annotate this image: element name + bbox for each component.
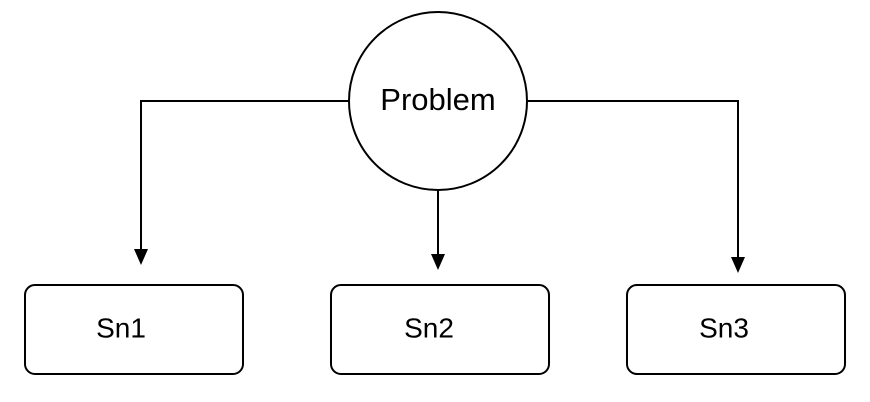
- root-node-label: Problem: [380, 82, 495, 117]
- child-node-sn2[interactable]: Sn2: [330, 284, 550, 375]
- connector-problem-sn2: [431, 191, 445, 270]
- child-node-sn1[interactable]: Sn1: [24, 284, 244, 375]
- connector-problem-sn3: [528, 100, 745, 273]
- child-node-box: [626, 284, 846, 375]
- child-node-label: Sn3: [699, 312, 749, 343]
- arrowhead-sn3-icon: [731, 257, 745, 273]
- root-node-circle: [348, 11, 528, 191]
- root-node[interactable]: Problem: [348, 11, 528, 191]
- child-node-sn3[interactable]: Sn3: [626, 284, 846, 375]
- child-node-box: [24, 284, 244, 375]
- connector-problem-sn1: [134, 100, 349, 265]
- child-node-box: [330, 284, 550, 375]
- child-node-label: Sn1: [96, 312, 146, 343]
- arrowhead-sn2-icon: [431, 254, 445, 270]
- child-node-label: Sn2: [404, 312, 454, 343]
- arrowhead-sn1-icon: [134, 249, 148, 265]
